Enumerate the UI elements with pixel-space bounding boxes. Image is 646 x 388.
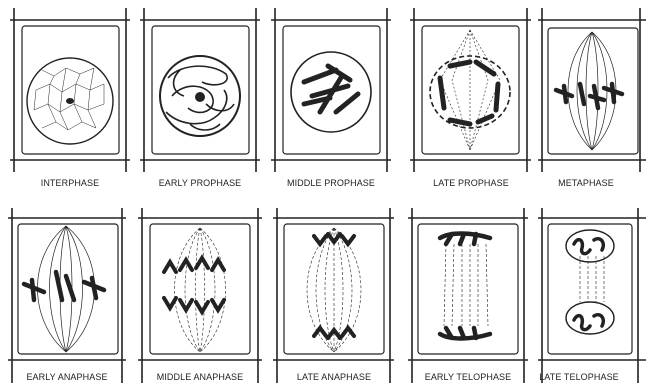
label-late-telophase: LATE TELOPHASE (514, 372, 644, 382)
label-early-anaphase: EARLY ANAPHASE (2, 372, 132, 382)
chromosomes-lower (164, 298, 224, 312)
label-early-prophase: EARLY PROPHASE (135, 178, 265, 188)
chromosomes (304, 66, 358, 112)
cell-early-prophase (140, 8, 260, 172)
chromosomes (556, 84, 622, 108)
label-late-anaphase: LATE ANAPHASE (269, 372, 399, 382)
daughter-nucleus-upper (566, 230, 614, 262)
label-interphase: INTERPHASE (5, 178, 135, 188)
cell-late-telophase (538, 208, 646, 383)
cell-late-prophase (410, 8, 531, 172)
label-late-prophase: LATE PROPHASE (406, 178, 536, 188)
cell-early-anaphase (8, 208, 126, 383)
cell-early-telophase (408, 208, 528, 383)
cell-interphase (10, 8, 130, 172)
chromosomes (24, 272, 104, 300)
label-middle-prophase: MIDDLE PROPHASE (266, 178, 396, 188)
cell-middle-anaphase (138, 208, 262, 383)
chromatin-upper (574, 239, 603, 254)
spindle-fibers (440, 30, 500, 150)
chromosomes-upper (440, 234, 490, 245)
label-middle-anaphase: MIDDLE ANAPHASE (135, 372, 265, 382)
nucleolus (66, 98, 74, 104)
chromosomes-upper (164, 258, 224, 272)
spindle-fibers (175, 228, 226, 352)
cell-late-anaphase (273, 208, 394, 383)
nucleolus (195, 92, 205, 102)
spindle-fibers (38, 226, 95, 352)
residual-spindle (580, 256, 604, 302)
label-metaphase: METAPHASE (521, 178, 646, 188)
spindle-fibers (444, 244, 488, 326)
chromosomes (440, 62, 498, 124)
chromatin-lower (574, 315, 603, 330)
cell-metaphase (538, 8, 646, 172)
chromosomes-lower (314, 328, 354, 338)
cell-middle-prophase (271, 8, 391, 172)
chromosomes-lower (440, 328, 490, 339)
